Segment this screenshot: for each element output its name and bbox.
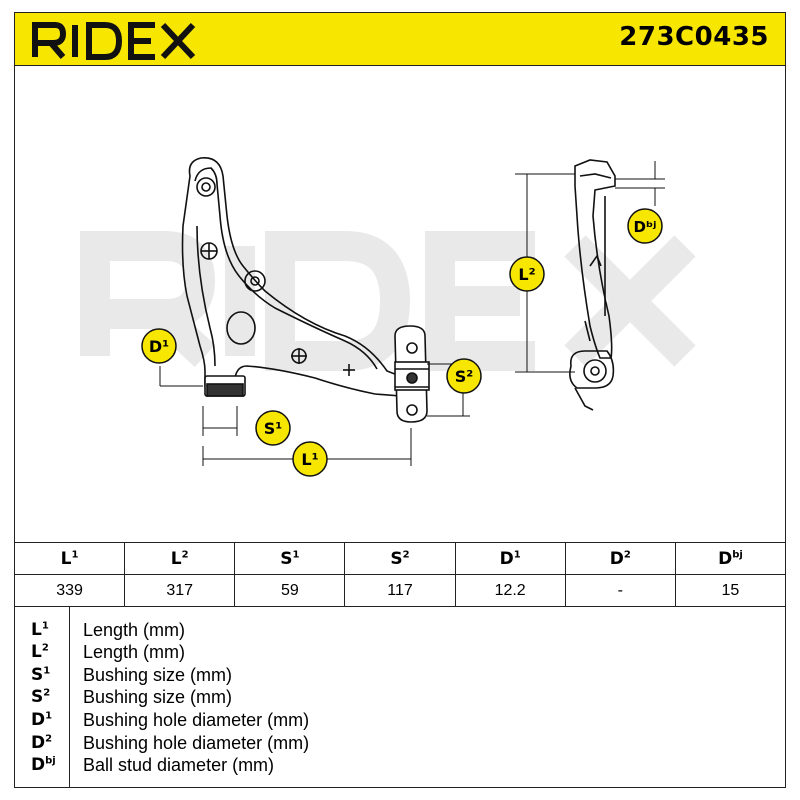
legend-symbol: L1 xyxy=(31,620,49,640)
legend-symbol: S1 xyxy=(31,665,51,685)
legend-symbol: D1 xyxy=(31,710,53,730)
legend-row: L2 Length (mm) xyxy=(15,642,785,664)
legend-description: Ball stud diameter (mm) xyxy=(83,755,275,775)
watermark-logo xyxy=(80,231,696,371)
spec-header: L1 xyxy=(13,542,126,575)
spec-value: - xyxy=(564,574,676,607)
legend-description: Bushing size (mm) xyxy=(83,687,233,707)
legend-divider xyxy=(69,606,70,787)
spec-value: 59 xyxy=(234,574,346,607)
legend-row: S1 Bushing size (mm) xyxy=(15,665,785,687)
part-number: 273C0435 xyxy=(619,22,769,52)
spec-value: 117 xyxy=(344,574,456,607)
spec-header: S1 xyxy=(234,542,346,575)
spec-header: L2 xyxy=(124,542,236,575)
callout-l2: L² xyxy=(509,256,545,292)
header-bar: 273C0435 xyxy=(14,12,786,66)
spec-header: D2 xyxy=(564,542,676,575)
callout-d1: D¹ xyxy=(141,328,177,364)
callout-dbj: Dᵇʲ xyxy=(627,208,663,244)
svg-text:S²: S² xyxy=(455,367,474,386)
legend-description: Bushing hole diameter (mm) xyxy=(83,710,310,730)
legend-description: Length (mm) xyxy=(83,620,186,640)
callout-l1: L¹ xyxy=(292,441,328,477)
spec-value: 317 xyxy=(124,574,236,607)
legend-symbol: D2 xyxy=(31,733,53,753)
spec-header: S2 xyxy=(344,542,456,575)
ridex-logo xyxy=(32,22,196,60)
spec-table: L1 L2 S1 S2 D1 D2 Dbj 339 317 59 117 12.… xyxy=(13,542,787,607)
legend-description: Bushing hole diameter (mm) xyxy=(83,733,310,753)
callout-s1: S¹ xyxy=(255,410,291,446)
legend-row: D2 Bushing hole diameter (mm) xyxy=(15,733,785,755)
technical-drawing: D¹ S¹ L¹ S² L² Dᵇʲ xyxy=(14,66,786,542)
spec-header: Dbj xyxy=(674,542,787,575)
spec-header: D1 xyxy=(454,542,566,575)
svg-text:S¹: S¹ xyxy=(264,419,283,438)
legend-symbol: S2 xyxy=(31,687,51,707)
legend-description: Bushing size (mm) xyxy=(83,665,233,685)
svg-text:L¹: L¹ xyxy=(301,450,318,469)
legend-panel: L1 Length (mm) L2 Length (mm) S1 Bushing… xyxy=(14,606,786,788)
legend-row: L1 Length (mm) xyxy=(15,620,785,642)
legend-symbol: Dbj xyxy=(31,755,56,775)
legend-row: S2 Bushing size (mm) xyxy=(15,687,785,709)
legend-row: Dbj Ball stud diameter (mm) xyxy=(15,755,785,777)
svg-text:L²: L² xyxy=(518,265,535,284)
svg-text:Dᵇʲ: Dᵇʲ xyxy=(634,218,657,236)
spec-value: 339 xyxy=(13,574,126,607)
spec-value: 15 xyxy=(674,574,787,607)
legend-row: D1 Bushing hole diameter (mm) xyxy=(15,710,785,732)
legend-symbol: L2 xyxy=(31,642,49,662)
legend-description: Length (mm) xyxy=(83,642,186,662)
spec-value-row: 339 317 59 117 12.2 - 15 xyxy=(13,574,787,607)
control-arm-side-view xyxy=(569,159,616,411)
svg-text:D¹: D¹ xyxy=(149,337,169,356)
callout-s2: S² xyxy=(446,358,482,394)
spec-header-row: L1 L2 S1 S2 D1 D2 Dbj xyxy=(13,542,787,575)
spec-value: 12.2 xyxy=(454,574,566,607)
control-arm-front-view xyxy=(181,157,430,423)
